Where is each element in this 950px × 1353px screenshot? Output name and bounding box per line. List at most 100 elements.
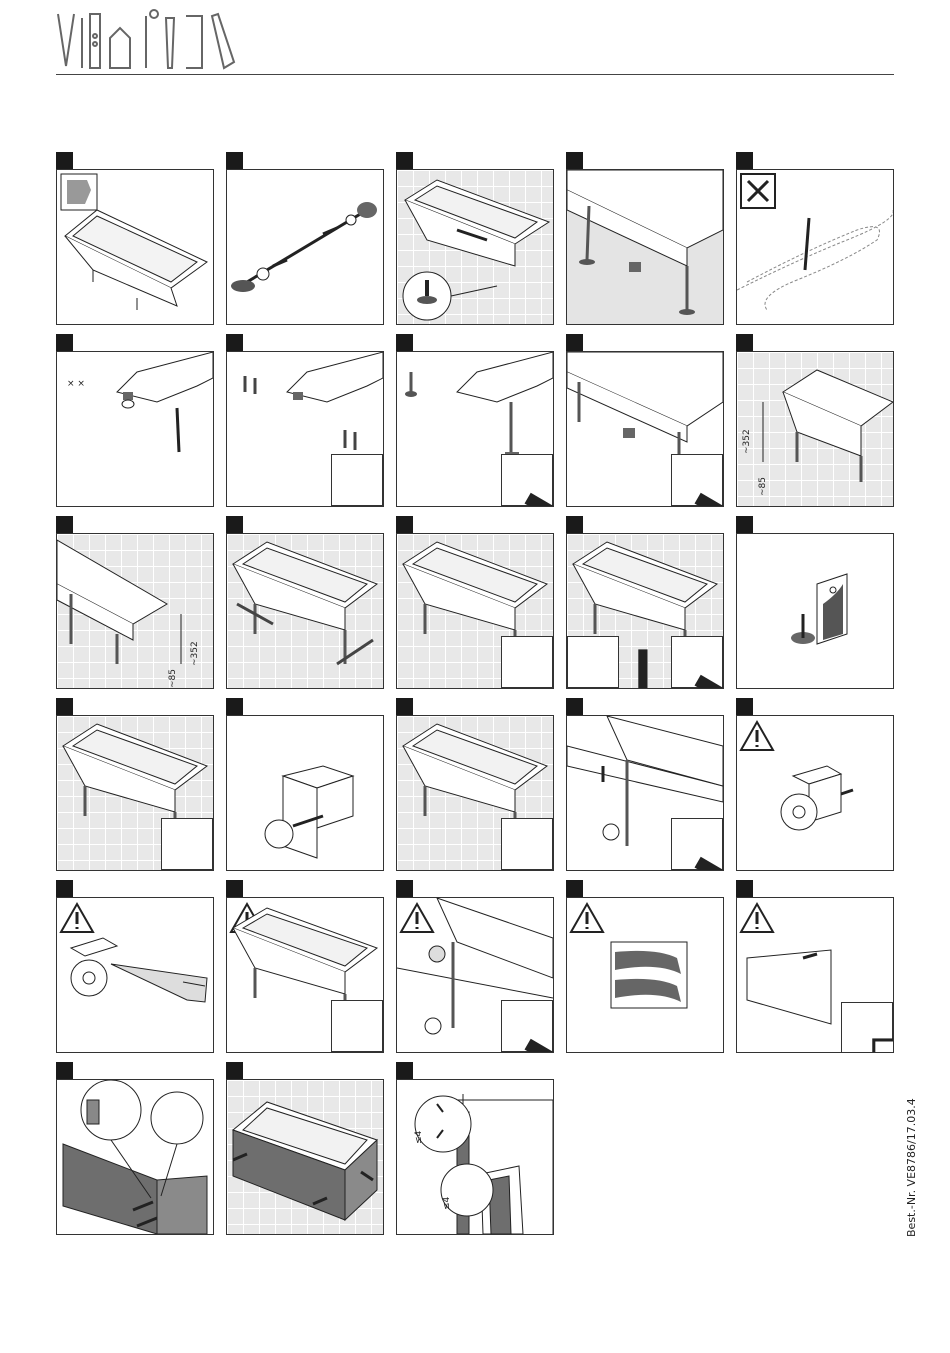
- svg-text:× ×: × ×: [67, 379, 85, 389]
- mounting-bracket-icon: [161, 818, 213, 870]
- illustration-panel: [56, 169, 214, 325]
- step-19: [566, 698, 724, 870]
- step-number-box: [736, 334, 753, 351]
- step-number-box: [736, 516, 753, 533]
- dimension-352: ~352: [190, 641, 200, 666]
- step-number-box: [226, 698, 243, 715]
- illustration-panel: ~352 ~85: [56, 533, 214, 689]
- step-number-box: [226, 152, 243, 169]
- illustration-panel: [396, 715, 554, 871]
- warning-triangle-icon: [401, 904, 433, 932]
- illustration-panel: [736, 897, 894, 1053]
- step-number-box: [396, 334, 413, 351]
- step-27: [226, 1062, 384, 1234]
- mounting-bracket-icon: [737, 534, 893, 688]
- illustration-panel: [56, 715, 214, 871]
- panel-detail-icon: [841, 1002, 893, 1053]
- step-4: [566, 152, 724, 324]
- step-number-box: [396, 1062, 413, 1079]
- step-11: ~352 ~85: [56, 516, 214, 688]
- dimension-85: ~85: [168, 669, 178, 688]
- step-number-box: [736, 152, 753, 169]
- step-number-box: [226, 516, 243, 533]
- illustration-panel: [226, 351, 384, 507]
- step-24: [566, 880, 724, 1052]
- step-number-box: [56, 698, 73, 715]
- illustration-panel: [566, 897, 724, 1053]
- dimension-85: ~85: [758, 477, 768, 496]
- step-number-box: [566, 880, 583, 897]
- step-number-box: [226, 880, 243, 897]
- illustration-panel: [396, 533, 554, 689]
- step-6: × ×: [56, 334, 214, 506]
- step-8: [396, 334, 554, 506]
- step-23: [396, 880, 554, 1052]
- step-26: [56, 1062, 214, 1234]
- step-2: [226, 152, 384, 324]
- header-rule: [56, 74, 894, 75]
- illustration-panel: [566, 169, 724, 325]
- step-number-box: [56, 516, 73, 533]
- illustration-panel: [226, 533, 384, 689]
- step-25: [736, 880, 894, 1052]
- step-3: [396, 152, 554, 324]
- step-number-box: [56, 1062, 73, 1079]
- step-number-box: [56, 880, 73, 897]
- warning-triangle-icon: [741, 904, 773, 932]
- step-21: [56, 880, 214, 1052]
- dimensions-left-illustration: ~352 ~85: [57, 534, 213, 688]
- bathtub-illustration: [57, 170, 213, 324]
- warning-triangle-icon: [61, 904, 93, 932]
- gap-tolerance-bottom: ≤4: [442, 1196, 452, 1210]
- step-number-box: [396, 516, 413, 533]
- step-number-box: [566, 152, 583, 169]
- step-14: [566, 516, 724, 688]
- bracket-detail-illustration: [227, 716, 383, 870]
- illustration-panel: ≤4 ≤4: [396, 1079, 554, 1235]
- step-12: [226, 516, 384, 688]
- step-number-box: [396, 152, 413, 169]
- step-number-box: [736, 880, 753, 897]
- illustration-panel: [736, 715, 894, 871]
- illustration-panel: [396, 351, 554, 507]
- front-panel-assembly-illustration: [57, 1080, 213, 1234]
- step-number-box: [226, 334, 243, 351]
- step-number-box: [566, 516, 583, 533]
- step-number-box: [226, 1062, 243, 1079]
- illustration-panel: [396, 169, 554, 325]
- illustration-panel: [226, 169, 384, 325]
- illustration-panel: [56, 897, 214, 1053]
- illustration-panel: [736, 533, 894, 689]
- illustration-panel: [226, 715, 384, 871]
- illustration-panel: [226, 1079, 384, 1235]
- warning-triangle-icon: [571, 904, 603, 932]
- step-9: [566, 334, 724, 506]
- screw-icon: [671, 818, 723, 870]
- step-1: [56, 152, 214, 324]
- step-22: [226, 880, 384, 1052]
- illustration-panel: [396, 897, 554, 1053]
- step-number-box: [396, 880, 413, 897]
- mounting-bracket-icon: [501, 818, 553, 870]
- step-17: [226, 698, 384, 870]
- step-10: ~352 ~85: [736, 334, 894, 506]
- step-13: [396, 516, 554, 688]
- dimensions-illustration: ~352 ~85: [737, 352, 893, 506]
- leg-detail-icon: [567, 636, 619, 688]
- step-number-box: [396, 698, 413, 715]
- screw-icon: [501, 454, 553, 506]
- screw-icon: [671, 454, 723, 506]
- step-28: ≤4 ≤4: [396, 1062, 554, 1234]
- step-7: [226, 334, 384, 506]
- step-5: [736, 152, 894, 324]
- screw-icon: [671, 636, 723, 688]
- illustration-panel: [566, 533, 724, 689]
- illustration-panel: [56, 1079, 214, 1235]
- wall-plug-icon: [501, 636, 553, 688]
- illustration-panel: [736, 169, 894, 325]
- illustration-panel: [566, 715, 724, 871]
- illustration-panel: [226, 897, 384, 1053]
- step-number-box: [566, 334, 583, 351]
- mark-holes-illustration: × ×: [57, 352, 213, 506]
- step-15: [736, 516, 894, 688]
